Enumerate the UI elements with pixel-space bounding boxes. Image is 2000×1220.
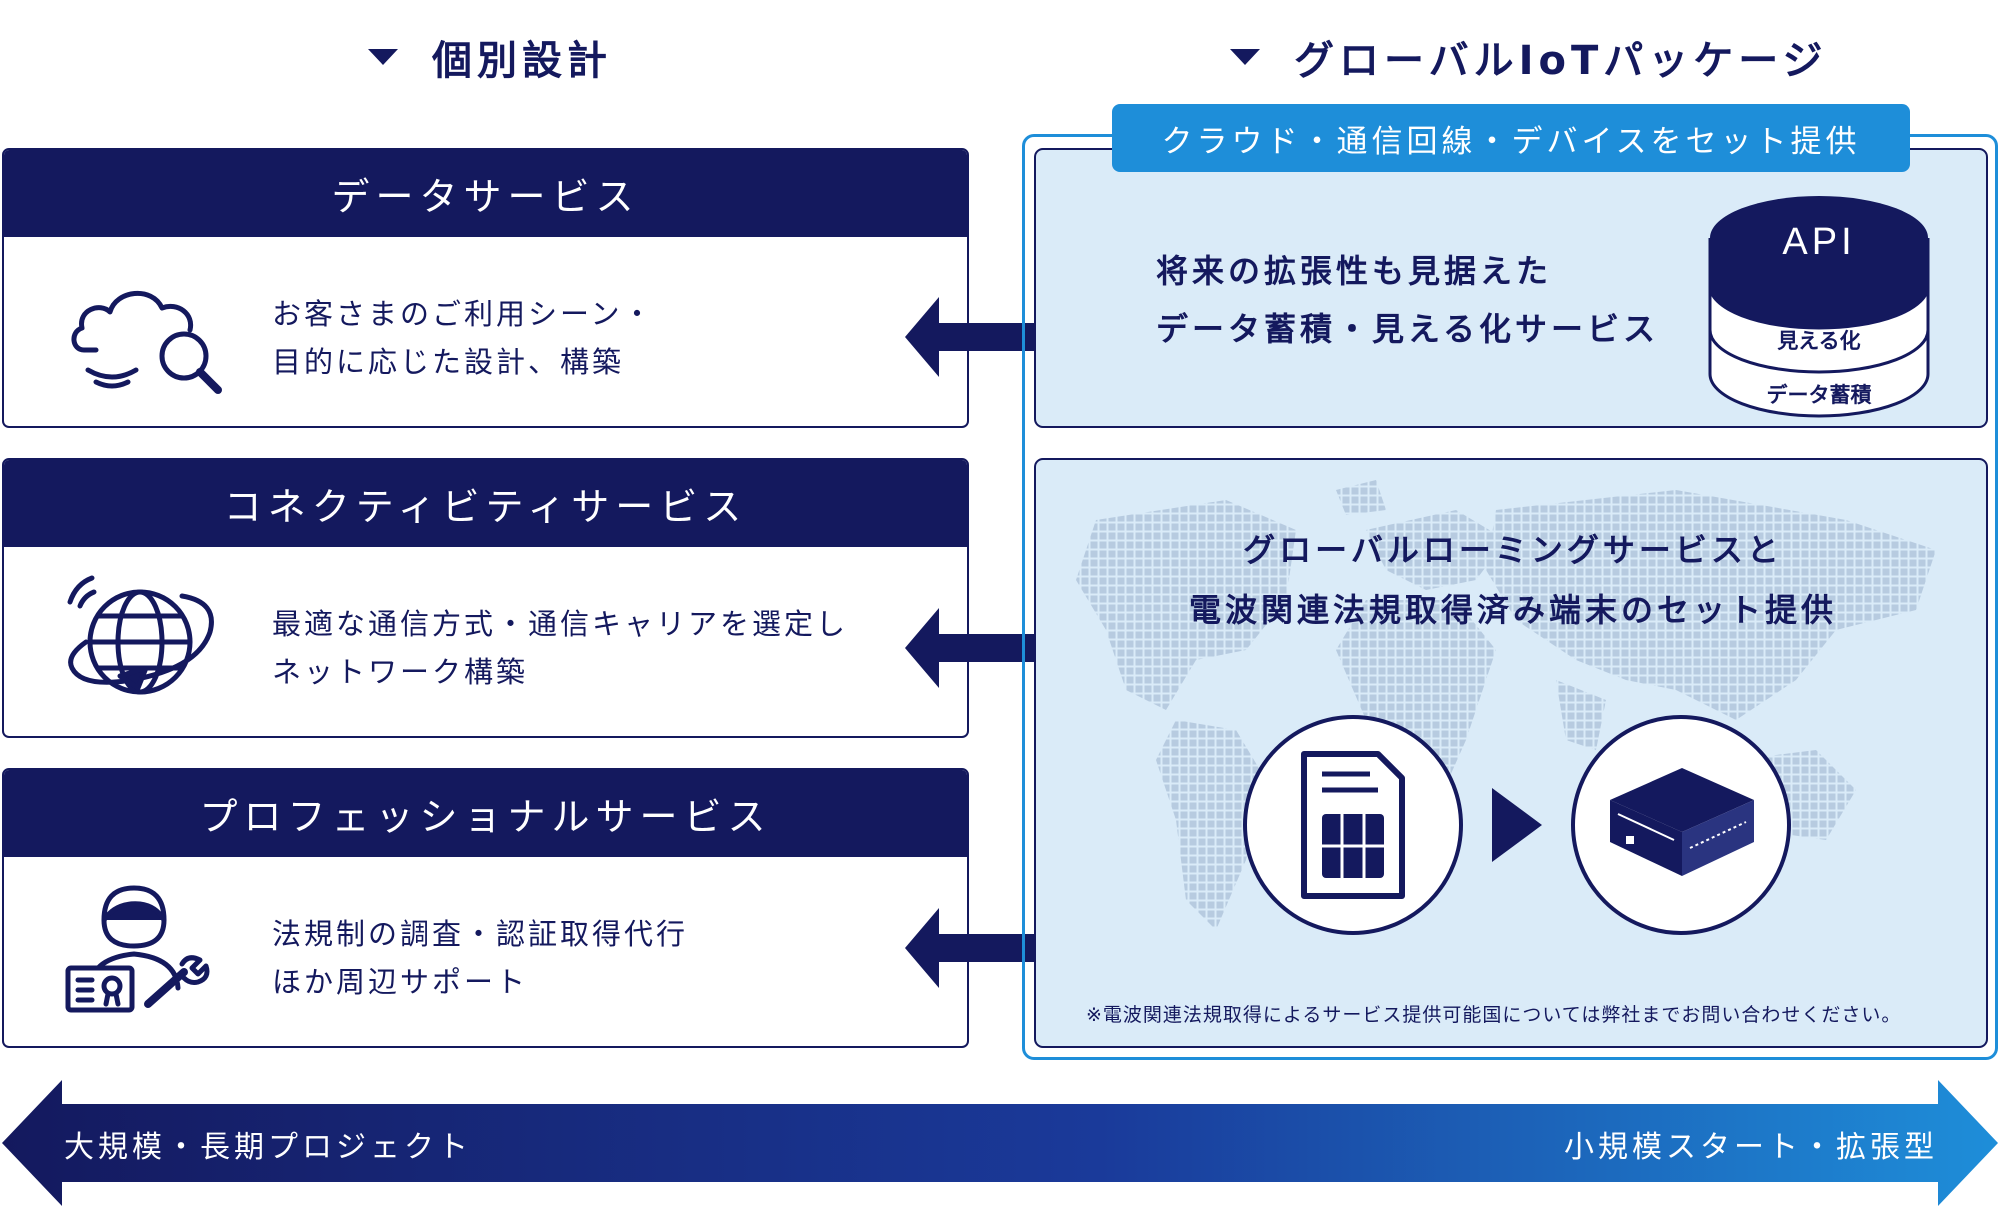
data-service-card: データサービス お客さまのご利用シーン・ 目的に応じた設計、構築 [2,148,969,428]
data-service-title: データサービス [4,150,967,237]
cloud-search-icon [66,280,226,404]
connectivity-service-title: コネクティビティサービス [4,460,967,547]
professional-service-title: プロフェッショナルサービス [4,770,967,857]
package-tag: クラウド・通信回線・デバイスをセット提供 [1112,104,1910,172]
db-layer-api: API [1782,221,1855,263]
roaming-panel: グローバルローミングサービスと 電波関連法規取得済み端末のセット提供 ※電波関連… [1034,458,1988,1048]
professional-service-description: 法規制の調査・認証取得代行 ほか周辺サポート [272,917,689,999]
availability-note: ※電波関連法規取得によるサービス提供可能国については弊社までお問い合わせください… [1086,1004,1902,1026]
scale-left-label: 大規模・長期プロジェクト [64,1130,472,1165]
double-arrow-icon [905,297,1097,377]
professional-service-card: プロフェッショナルサービス 法規制の調査・認証取得代行 ほか周辺サポート [2,768,969,1048]
sim-card-icon [1243,715,1463,935]
person-certificate-wrench-icon [64,880,214,1034]
caret-down-icon [1230,49,1260,65]
connectivity-service-description: 最適な通信方式・通信キャリアを選定し ネットワーク構築 [272,607,849,689]
scale-arrow [2,1080,1998,1206]
device-box-icon [1571,715,1791,935]
db-layer-storage: データ蓄積 [1767,383,1873,407]
database-stack-icon: API 見える化 データ蓄積 [1708,196,1930,418]
data-service-description: お客さまのご利用シーン・ 目的に応じた設計、構築 [272,297,655,379]
double-arrow-icon [905,608,1097,688]
globe-arrow-icon [62,572,222,706]
caret-down-icon [368,49,398,65]
roaming-description: グローバルローミングサービスと 電波関連法規取得済み端末のセット提供 [1188,531,1837,629]
left-column-title: 個別設計 [368,28,612,86]
double-arrow-icon [905,908,1097,988]
play-arrow-icon [1492,788,1542,862]
db-layer-visualization: 見える化 [1777,329,1860,353]
connectivity-service-card: コネクティビティサービス 最適な通信方式・通信キャリアを選定し ネットワーク構築 [2,458,969,738]
data-storage-panel: 将来の拡張性も見据えた データ蓄積・見える化サービス API 見える化 データ蓄… [1034,148,1988,428]
right-column-title: グローバルIoTパッケージ [1230,28,1827,86]
data-storage-description: 将来の拡張性も見据えた データ蓄積・見える化サービス [1156,252,1660,348]
scale-right-label: 小規模スタート・拡張型 [1564,1130,1938,1165]
